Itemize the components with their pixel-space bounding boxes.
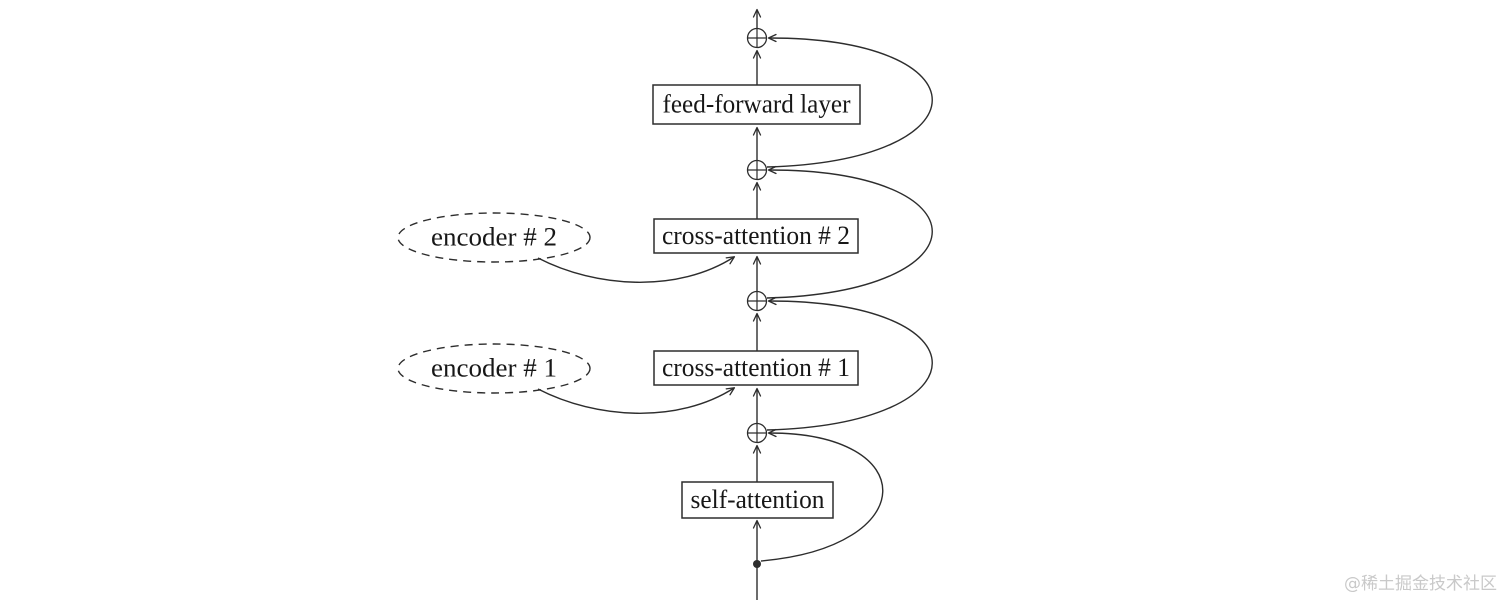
encoder-label: encoder # 2 [431, 222, 557, 251]
add-node-2 [746, 159, 768, 181]
block-label: cross-attention # 2 [662, 221, 850, 250]
plus-cross [747, 28, 767, 48]
watermark: @稀土掘金技术社区 [1344, 574, 1497, 594]
block-rect [653, 218, 859, 254]
branch-dot-icon [753, 560, 761, 568]
block-rect [653, 350, 859, 386]
block-label: feed-forward layer [663, 89, 851, 118]
encoder-2-ellipse: encoder # 2 [397, 212, 591, 263]
add-node-4 [746, 422, 768, 444]
encoder-label: encoder # 1 [431, 353, 557, 382]
block-cross-attention-1: cross-attention # 1 [653, 350, 859, 386]
ellipse-outline [397, 343, 591, 394]
encoder-2-input-arrow [537, 256, 736, 283]
residual-connection-arrow-cross-attention-2 [766, 165, 933, 299]
encoder-input-arrows [537, 256, 736, 414]
block-self-attention: self-attention [681, 481, 834, 519]
block-rect [652, 84, 861, 125]
ellipse-outline [397, 212, 591, 263]
add-node-3 [746, 290, 768, 312]
block-feed-forward: feed-forward layer [652, 84, 861, 125]
residual-connection-arrow-feed-forward [766, 33, 933, 168]
block-cross-attention-2: cross-attention # 2 [653, 218, 859, 254]
plus-cross [747, 291, 767, 311]
plus-cross [747, 160, 767, 180]
block-label: self-attention [691, 485, 825, 514]
residual-connection-arrow-cross-attention-1 [766, 296, 933, 431]
residual-connections [760, 33, 933, 562]
block-rect [681, 481, 834, 519]
encoder-1-input-arrow [537, 387, 736, 414]
add-node-top [746, 27, 768, 49]
plus-cross [747, 423, 767, 443]
residual-connection-arrow-self-attention [760, 428, 884, 562]
encoder-1-ellipse: encoder # 1 [397, 343, 591, 394]
block-label: cross-attention # 1 [662, 353, 850, 382]
